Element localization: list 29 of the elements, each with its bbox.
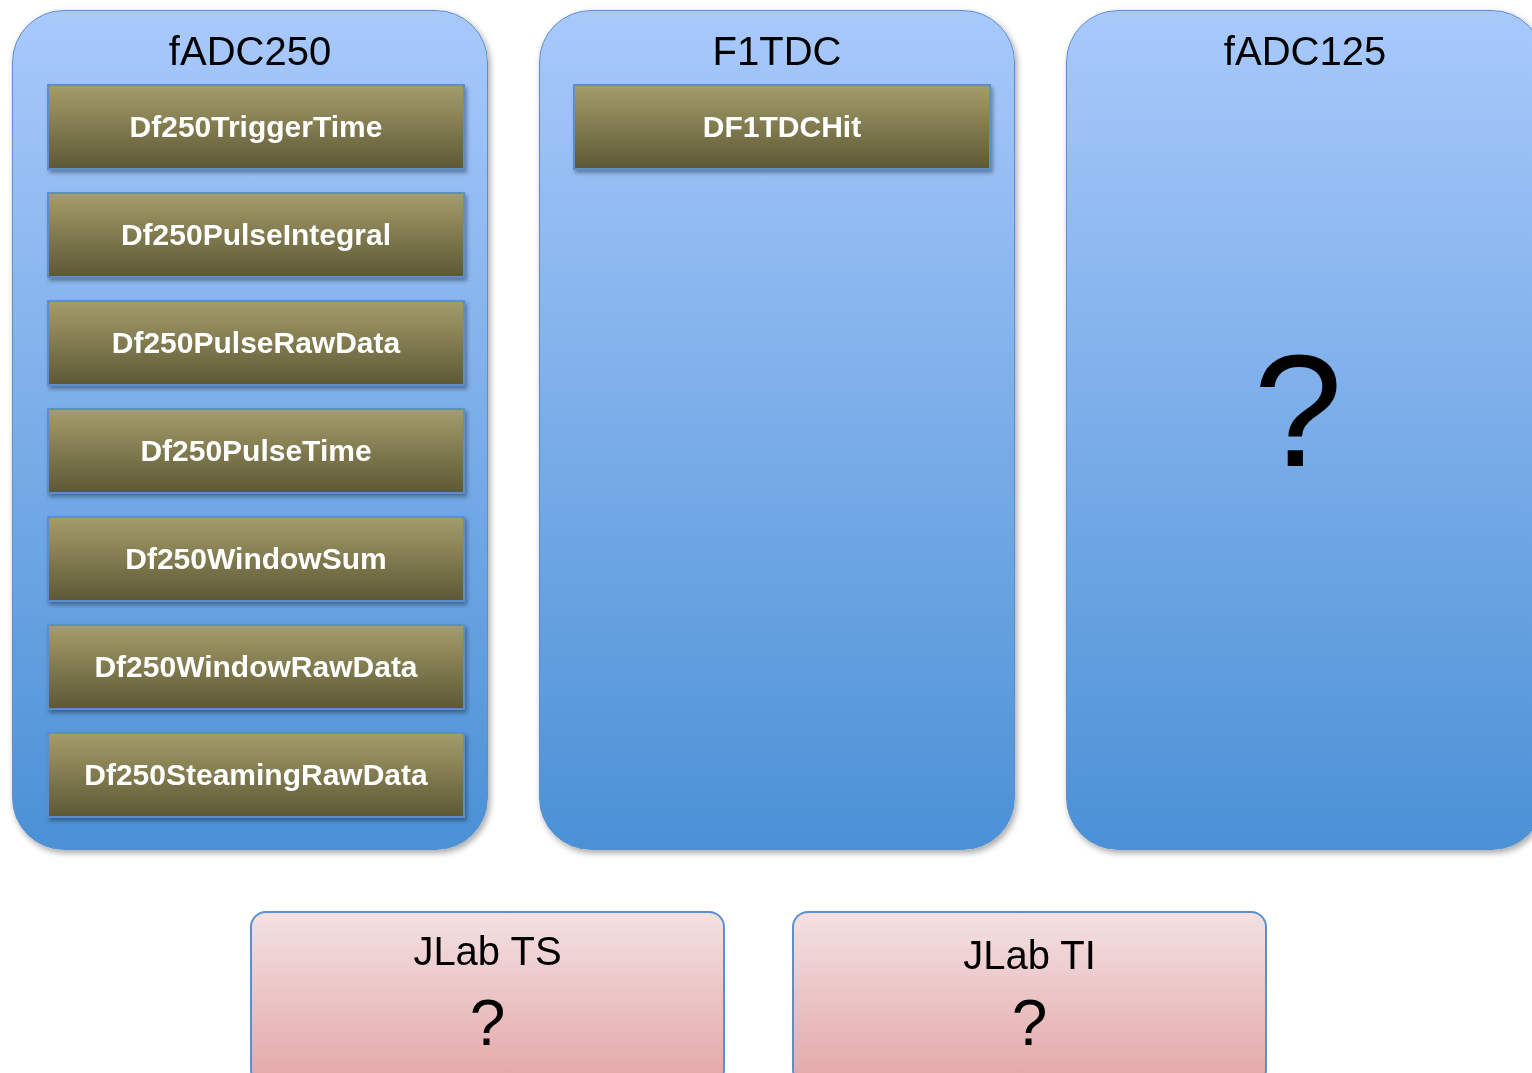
data-class-box [47,408,465,494]
class-name: Df250WindowSum [125,542,387,576]
data-class-box [47,516,465,602]
class-name: Df250WindowRawData [94,650,418,684]
class-name: Df250SteamingRawData [84,758,428,792]
data-class-box [47,300,465,386]
unknown-mark: ? [1253,331,1343,491]
module-title: F1TDC [711,29,843,74]
class-name: Df250TriggerTime [129,110,383,144]
trigger-module-box [250,911,725,1073]
module-panel [1066,10,1532,850]
module-title: JLab TS [412,929,563,974]
unknown-mark: ? [1010,991,1049,1055]
class-name: Df250PulseIntegral [120,218,392,252]
trigger-module-box [792,911,1267,1073]
class-name: Df250PulseTime [140,434,372,468]
module-title: fADC125 [1222,29,1388,74]
data-class-box [47,84,465,170]
class-name: Df250PulseRawData [111,326,401,360]
class-name: DF1TDCHit [702,110,862,144]
unknown-mark: ? [468,991,507,1055]
data-class-box [47,624,465,710]
data-class-box [47,732,465,818]
module-panel [12,10,488,850]
module-title: fADC250 [167,29,333,74]
data-class-box [47,192,465,278]
module-title: JLab TI [962,933,1097,978]
data-class-box [573,84,991,170]
module-panel [539,10,1015,850]
